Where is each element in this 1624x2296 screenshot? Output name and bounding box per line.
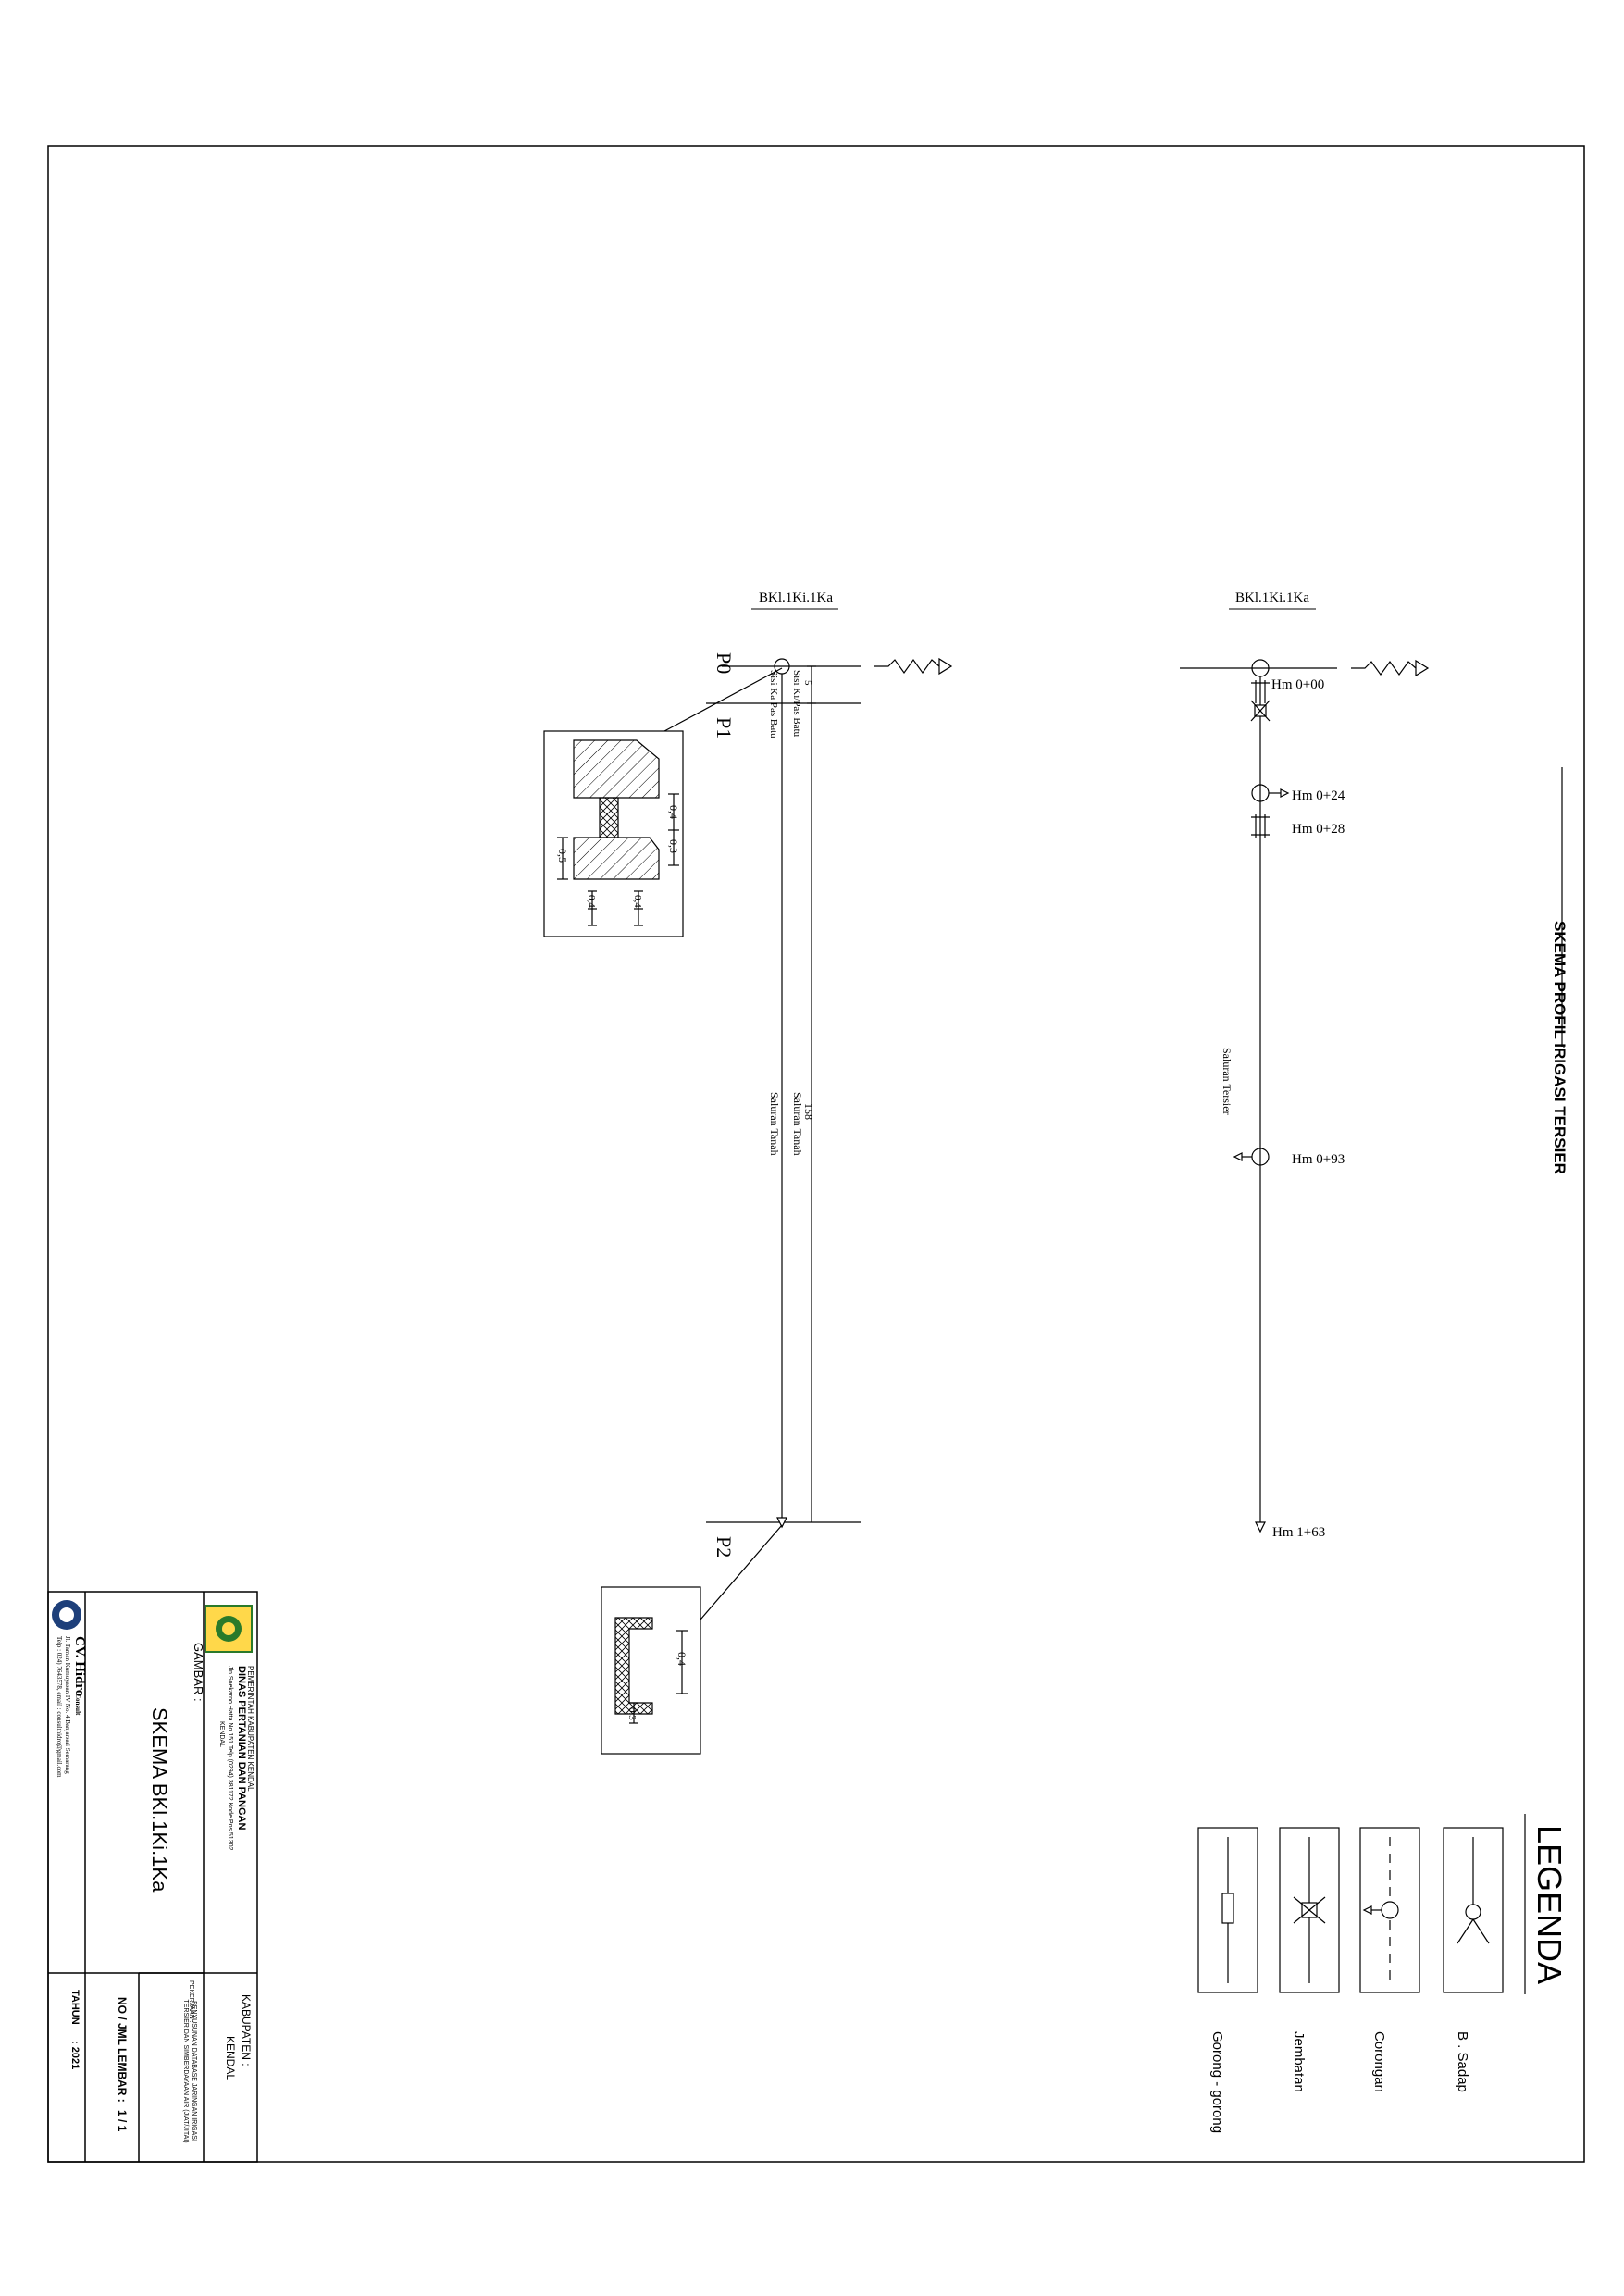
point-p0: P0 (713, 652, 736, 674)
scheme-header: BKl.1Ki.1Ka (1235, 590, 1309, 605)
sec1-dim-d: 0,4 (632, 895, 643, 908)
seg1-left-label: Sisi Ka Pas Batu (768, 670, 779, 738)
agency-address: Jln.Soekarno Hatta No.151 Telp.(0294) 38… (227, 1666, 233, 1850)
cross-section-p1 (543, 730, 684, 937)
sheet-frame (47, 145, 1585, 2163)
profile-header: BKl.1Ki.1Ka (759, 590, 833, 605)
agency-logo (205, 1605, 253, 1653)
cross-section-p2 (601, 1586, 701, 1755)
company-addr1: Jl. Taman Kumuyasan IV No. 4 Banjarsari … (64, 1636, 71, 1774)
legend-label-jembatan: Jembatan (1291, 2031, 1307, 2092)
company-sub: Consult (74, 1694, 81, 1716)
sheet-title: SKEMA PROFIL IRIGASI TERSIER (1551, 921, 1568, 1174)
title-block (47, 1591, 258, 2163)
tahun-value: : 2021 (69, 2041, 81, 2069)
kabupaten-value: KENDAL (224, 2036, 237, 2080)
sec1-dim-c: 0,5 (556, 849, 569, 863)
station-1: Hm 0+24 (1292, 788, 1345, 803)
station-3: Hm 0+93 (1292, 1152, 1345, 1167)
agency-top: PEMERINTAH KABUPATEN KENDAL (246, 1666, 254, 1792)
profile-drawing: BKl.1Ki.1Ka (663, 590, 953, 1620)
lembar-value: 1 / 1 (116, 2110, 129, 2132)
pekerjaan-value: PENYUSUNAN DATABASE JARINGAN IRIGASI TER… (182, 1999, 197, 2143)
legend (1197, 1814, 1526, 1994)
sec1-dim-e: 0,4 (586, 895, 597, 908)
sec2-dim-b: 0,3 (626, 1707, 638, 1720)
tahun-label: TAHUN (69, 1990, 81, 2025)
company-name: CV. Hidro (72, 1636, 87, 1696)
agency-city: KENDAL (218, 1721, 225, 1747)
seg2-right-label: Saluran Tanah (791, 1092, 804, 1156)
legend-label-gorong: Gorong - gorong (1209, 2031, 1225, 2133)
pekerjaan-label: PEKERJAAN : (188, 1980, 194, 2023)
scheme-canal-label: Saluran Tersier (1221, 1048, 1233, 1115)
inflow-icon (1351, 659, 1430, 677)
legend-title: LEGENDA (1531, 1825, 1568, 1984)
seg2-length: 158 (802, 1103, 815, 1120)
sec1-dim-a: 0,4 (667, 805, 680, 819)
leader-p1 (663, 667, 783, 732)
sec2-dim-a: 0,4 (676, 1652, 688, 1666)
kabupaten-label: KABUPATEN : (240, 1994, 253, 2066)
legend-label-sadap: B . Sadap (1455, 2031, 1470, 2092)
lembar-label: NO / JML LEMBAR : (116, 1997, 129, 2103)
seg1-length: 5 (802, 680, 813, 686)
seg2-left-label: Saluran Tanah (768, 1092, 781, 1156)
leader-p2 (700, 1524, 783, 1620)
irrigation-scheme: BKl.1Ki.1Ka (1180, 590, 1430, 1533)
seg1-right-label: Sisi Ki/Pas Batu (791, 670, 802, 738)
sec1-dim-b: 0,3 (667, 839, 680, 853)
point-p1: P1 (713, 717, 736, 738)
legend-label-corongan: Corongan (1371, 2031, 1387, 2092)
gambar-value: SKEMA BKl.1Ki.1Ka (148, 1707, 171, 1893)
station-0: Hm 0+00 (1271, 677, 1324, 692)
gambar-label: GAMBAR : (192, 1643, 205, 1702)
station-4: Hm 1+63 (1272, 1525, 1325, 1540)
station-2: Hm 0+28 (1292, 822, 1345, 837)
company-addr2: Telp : 024) 7643578, email : consulthidr… (56, 1636, 63, 1778)
inflow-icon (874, 657, 953, 676)
agency-name: DINAS PERTANIAN DAN PANGAN (236, 1666, 247, 1830)
point-p2: P2 (713, 1536, 736, 1558)
pekerjaan-value-wrap: PENYUSUNAN DATABASE JARINGAN IRIGASI TER… (182, 1999, 197, 2143)
